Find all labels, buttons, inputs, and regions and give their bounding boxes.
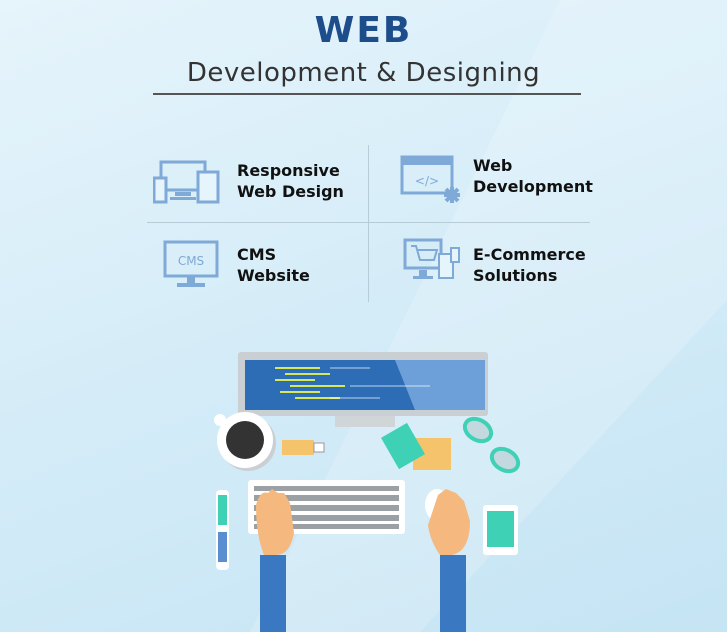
service-line: Solutions [473, 266, 558, 285]
service-line: Web Design [237, 182, 344, 201]
left-hand [256, 489, 294, 632]
coffee-cup [214, 412, 276, 471]
service-line: Website [237, 266, 310, 285]
service-line: Responsive [237, 161, 340, 180]
page-subtitle: Development & Designing [186, 58, 541, 88]
right-hand [428, 489, 470, 632]
title-divider [153, 93, 581, 95]
glasses [462, 416, 521, 474]
service-line: Development [473, 177, 593, 196]
sticky-notes [381, 422, 451, 470]
service-line: Web [473, 156, 513, 175]
svg-text:</>: </> [415, 174, 439, 188]
responsive-devices-icon [153, 160, 220, 204]
code-browser-icon: </> [400, 155, 460, 203]
cms-monitor-icon: CMS [163, 240, 219, 287]
grid-divider-horizontal [147, 222, 590, 223]
service-line: CMS [237, 245, 277, 264]
monitor [238, 352, 488, 427]
pen [216, 490, 229, 570]
service-cms-website: CMS Website [237, 244, 310, 286]
grid-divider-vertical [368, 145, 369, 302]
page-title: WEB [314, 10, 413, 51]
usb-drive [282, 440, 325, 455]
service-line: E-Commerce [473, 245, 586, 264]
svg-text:CMS: CMS [178, 254, 204, 268]
shopping-cart-icon [403, 238, 460, 279]
smartphone [483, 505, 518, 555]
